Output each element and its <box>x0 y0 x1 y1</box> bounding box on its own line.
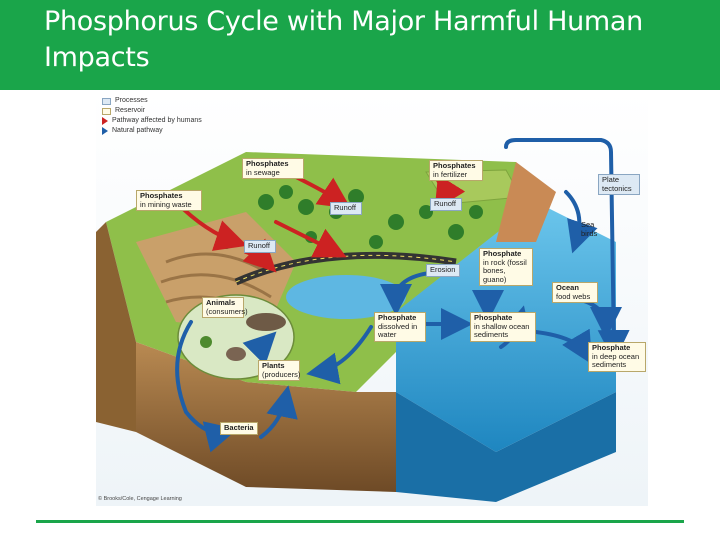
label-runoff: Runoff <box>244 240 276 253</box>
red-arrow-icon <box>102 117 108 125</box>
label-runoff: Runoff <box>330 202 362 215</box>
slide-title: Phosphorus Cycle with Major Harmful Huma… <box>44 6 643 73</box>
legend-label: Reservoir <box>115 107 145 114</box>
legend-label: Processes <box>115 97 148 104</box>
trees <box>219 185 483 249</box>
label-animals-consumers: Animals(consumers) <box>202 297 248 318</box>
process-swatch-icon <box>102 97 111 105</box>
natural-pathway-arrow <box>564 190 598 254</box>
human-pathway-arrow <box>294 175 351 209</box>
label-runoff: Runoff <box>430 198 462 211</box>
title-bar: Phosphorus Cycle with Major Harmful Huma… <box>0 0 720 90</box>
footer-divider <box>36 520 684 523</box>
natural-pathway-arrow <box>259 385 298 439</box>
natural-pathway-arrow <box>504 138 630 362</box>
legend-label: Pathway affected by humans <box>112 117 202 124</box>
phosphorus-cycle-diagram: Processes Reservoir Pathway affected by … <box>96 92 648 506</box>
cliff <box>496 162 556 242</box>
legend-item: Natural pathway <box>102 126 202 136</box>
natural-pathway-arrow <box>534 328 593 365</box>
natural-pathway-arrow <box>175 320 238 453</box>
legend-item: Processes <box>102 96 202 106</box>
blue-arrow-icon <box>102 127 108 135</box>
bird-icon <box>226 347 246 361</box>
reservoir-swatch-icon <box>102 107 111 115</box>
legend-item: Pathway affected by humans <box>102 116 202 126</box>
label-erosion: Erosion <box>426 264 460 277</box>
label-plants-producers: Plants(producers) <box>258 360 300 381</box>
lake <box>286 275 406 319</box>
ocean-cross-section <box>396 392 616 502</box>
legend-label: Natural pathway <box>112 127 163 134</box>
human-pathway-arrow <box>274 220 347 258</box>
natural-pathway-arrow <box>242 331 277 366</box>
human-pathway-arrow <box>242 238 277 273</box>
label-bacteria: Bacteria <box>220 422 258 435</box>
image-credit: © Brooks/Cole, Cengage Learning <box>98 496 182 502</box>
natural-pathway-arrow <box>306 325 373 385</box>
plant-icon <box>200 336 212 348</box>
animal-icon <box>246 313 286 331</box>
legend: Processes Reservoir Pathway affected by … <box>102 96 202 136</box>
legend-item: Reservoir <box>102 106 202 116</box>
soil-cross-section <box>136 342 396 492</box>
